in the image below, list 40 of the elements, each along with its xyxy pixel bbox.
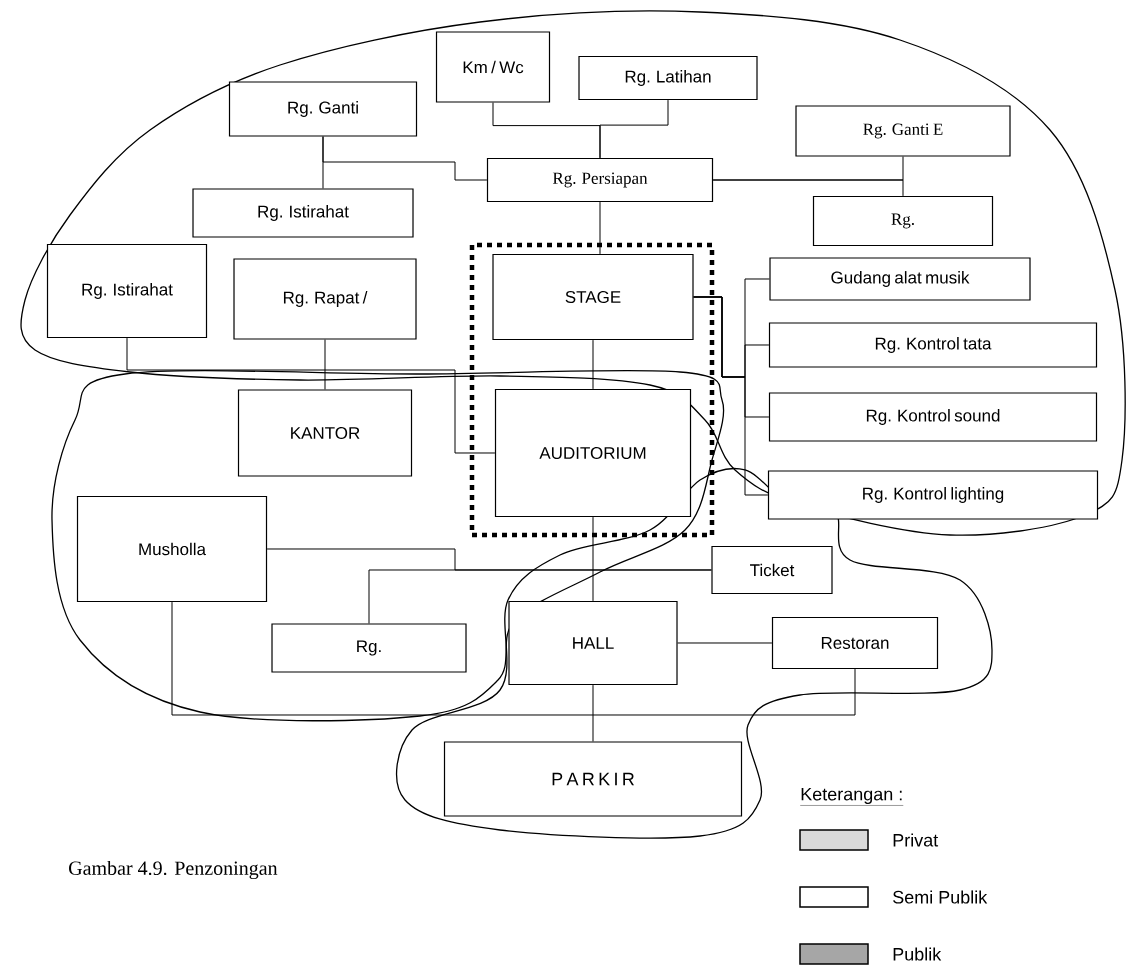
connector-line: [324, 339, 326, 390]
connector-line: [171, 601, 856, 716]
room-box: HALL: [508, 600, 678, 686]
connector-line: [712, 179, 904, 197]
room-box: KANTOR: [237, 389, 413, 477]
room-box: Rg. Ganti: [228, 81, 418, 137]
room-box: Gudang alat musik: [769, 257, 1031, 301]
legend-text: Semi Publik: [893, 890, 988, 904]
room-box: Km / Wc: [435, 31, 551, 103]
connector-line: [322, 136, 488, 181]
connector-line: [592, 339, 594, 390]
connector-line: [599, 201, 601, 255]
caption: Gambar 4.9. Penzoningan: [69, 860, 278, 880]
connector-line: [592, 516, 594, 602]
connector-line: [126, 337, 496, 454]
room-box: Rg. Istirahat: [192, 188, 414, 238]
room-box: Rg. Latihan: [578, 55, 758, 101]
legend-heading: Keterangan :: [800, 787, 904, 806]
legend-text: Publik: [893, 947, 942, 961]
room-box: Rg.: [812, 195, 994, 247]
room-box: Rg. Kontrol sound: [768, 392, 1098, 442]
room-box: Rg. Kontrol tata: [768, 322, 1098, 368]
room-box: Rg. Persiapan: [486, 157, 714, 203]
connector-line: [592, 684, 594, 742]
room-box: Rg. Ganti E: [795, 105, 1011, 157]
room-box: Rg.: [271, 623, 467, 673]
room-box: Restoran: [771, 616, 939, 670]
connector-line: [599, 99, 669, 159]
connector-line: [368, 569, 712, 624]
room-box: Rg. Istirahat: [46, 243, 208, 339]
room-box: AUDITORIUM: [494, 388, 692, 518]
connector-line: [677, 642, 773, 644]
room-box: Ticket: [711, 545, 833, 595]
room-box: P A R K I R: [443, 741, 743, 817]
room-box: Rg. Rapat /: [233, 258, 417, 340]
room-box: Rg. Kontrol lighting: [767, 470, 1099, 520]
room-box: STAGE: [492, 253, 694, 341]
legend-text: Privat: [893, 833, 939, 847]
connector-line: [693, 296, 769, 496]
room-box: Musholla: [76, 495, 268, 603]
